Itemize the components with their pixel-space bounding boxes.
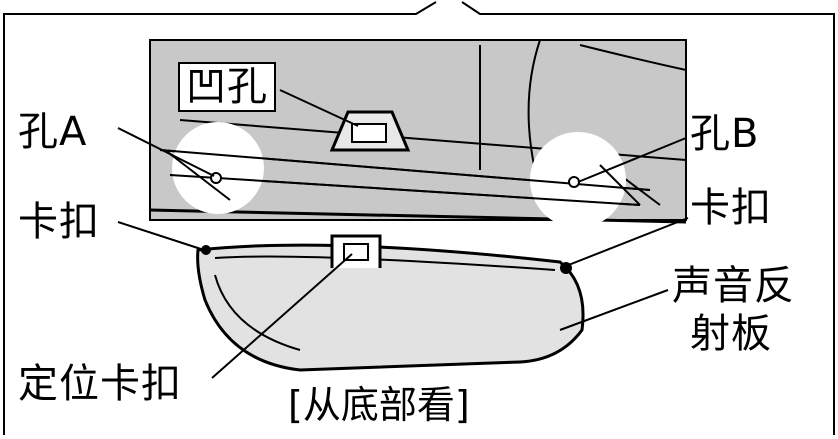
clip-left-icon	[201, 245, 211, 255]
view-caption: [从底部看]	[288, 384, 470, 426]
diagram-frame	[3, 1, 835, 435]
hole-b-icon	[568, 176, 580, 188]
label-hole-a: 孔A	[18, 109, 88, 155]
caption-close-bracket: ]	[454, 383, 470, 427]
sound-reflector	[196, 243, 585, 372]
label-positioning-clip: 定位卡扣	[18, 361, 182, 407]
label-recess-hole: 凹孔	[178, 62, 276, 112]
hole-a-highlight	[172, 122, 264, 214]
leader-lines	[117, 89, 689, 379]
label-clip-right: 卡扣	[690, 185, 772, 231]
positioning-clip-icon	[330, 234, 382, 268]
label-hole-b: 孔B	[690, 111, 760, 157]
caption-text: 从底部看	[302, 383, 455, 427]
recess-hole-icon	[329, 110, 411, 152]
label-reflector-line2: 射板	[690, 311, 772, 357]
label-clip-left: 卡扣	[18, 199, 100, 245]
label-reflector-line1: 声音反	[672, 263, 795, 309]
caption-open-bracket: [	[288, 383, 303, 427]
